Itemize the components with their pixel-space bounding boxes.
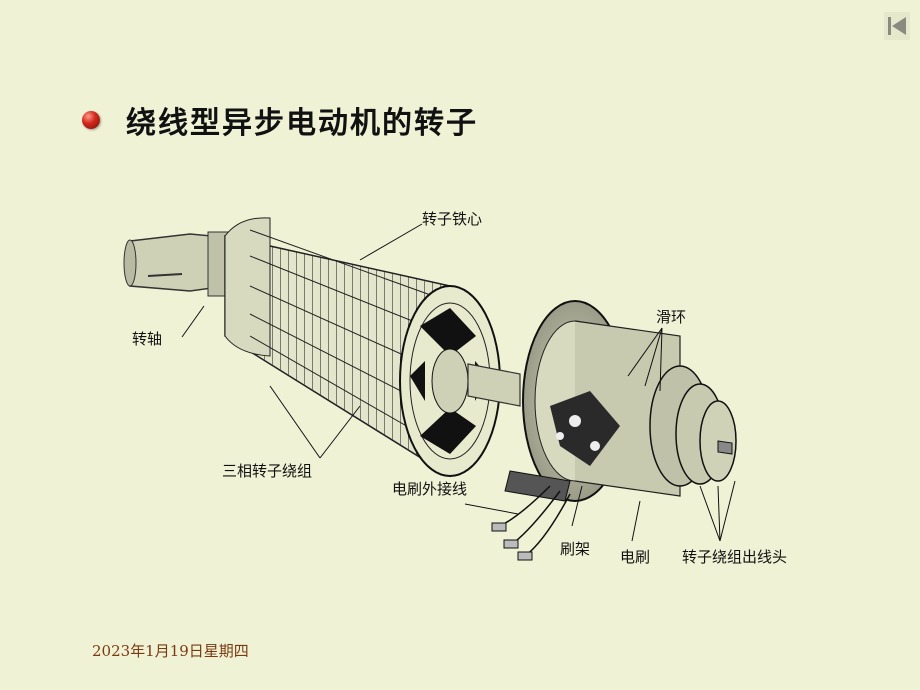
slide-title: 绕线型异步电动机的转子 [126,106,478,141]
rotor-diagram [123,217,737,561]
label-rotor-windings: 三相转子绕组 [222,462,313,480]
bullet-icon [82,111,100,129]
label-brush-wires: 电刷外接线 [392,480,468,498]
wire-plugs [491,522,533,561]
label-brush: 电刷 [620,548,651,566]
slip-ring-assembly [504,300,737,502]
title-row: 绕线型异步电动机的转子 [82,98,478,142]
rotor-core [224,217,501,478]
label-shaft: 转轴 [132,330,163,348]
shaft [123,231,229,297]
label-slip-rings: 滑环 [656,308,687,326]
first-slide-icon[interactable] [884,12,910,40]
label-rotor-core: 转子铁心 [422,210,483,228]
label-winding-leads: 转子绕组出线头 [682,548,788,566]
slide-date: 2023年1月19日星期四 [92,642,249,660]
label-brush-holder: 刷架 [560,540,591,558]
